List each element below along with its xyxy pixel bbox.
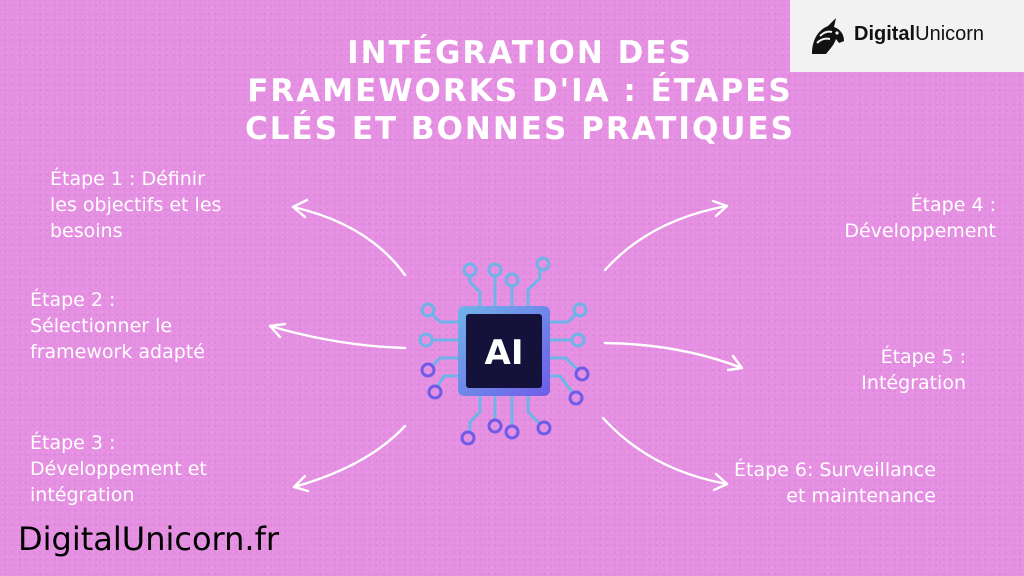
- arrow-icon-step-6: [601, 416, 729, 492]
- arrow-icon-step-3: [292, 424, 407, 493]
- arrow-icon-step-2: [268, 322, 407, 350]
- brand-logo: DigitalUnicorn: [790, 0, 1024, 72]
- step-5-label: Étape 5 : Intégration: [861, 346, 966, 394]
- footer-url: DigitalUnicorn.fr: [18, 520, 280, 558]
- brand-name-regular: Unicorn: [915, 23, 985, 45]
- page-title: Intégration des frameworks d'IA : Étapes…: [245, 35, 795, 147]
- step-6-label: Étape 6: Surveillance et maintenance: [734, 459, 936, 507]
- step-4-label: Étape 4 : Développement: [844, 194, 996, 242]
- step-1-label: Étape 1 : Définir les objectifs et les b…: [50, 168, 222, 242]
- unicorn-logo-icon: [812, 18, 844, 54]
- arrow-icon-step-5: [603, 341, 744, 372]
- step-3-label: Étape 3 : Développement et intégration: [30, 432, 207, 506]
- arrow-icon-step-1: [291, 198, 407, 277]
- brand-name: DigitalUnicorn: [854, 23, 984, 46]
- arrow-icon-step-4: [603, 199, 729, 272]
- chip-label: AI: [485, 333, 524, 373]
- brand-name-bold: Digital: [854, 23, 916, 45]
- step-2-label: Étape 2 : Sélectionner le framework adap…: [30, 289, 205, 363]
- ai-chip-icon: AI: [418, 256, 590, 446]
